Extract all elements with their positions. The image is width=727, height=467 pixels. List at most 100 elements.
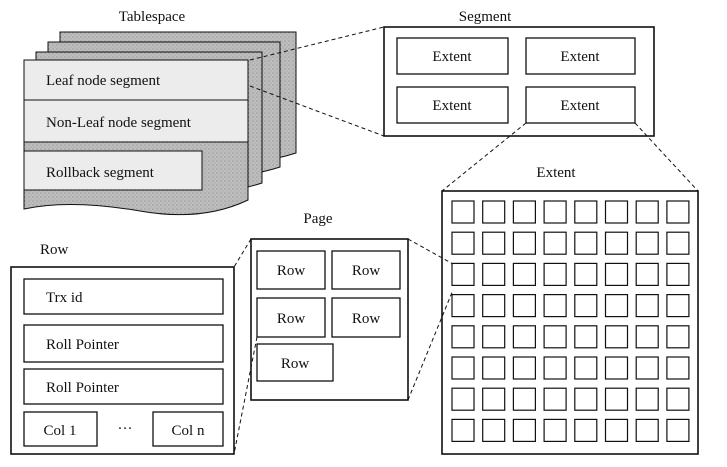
roll-pointer-label-1: Roll Pointer — [46, 337, 119, 353]
extent-page-cell — [635, 262, 659, 286]
extent-page-cell — [543, 418, 567, 442]
nonleaf-segment-label: Non-Leaf node segment — [46, 115, 192, 131]
extent-page-cell — [574, 200, 598, 224]
page-row-1-label: Row — [277, 263, 306, 279]
roll-pointer-field-2 — [23, 368, 224, 405]
page-row-3-label: Row — [277, 311, 306, 327]
extent-page-cell — [666, 356, 690, 380]
extent-page-cell — [512, 200, 537, 224]
extent-page-cell — [635, 387, 659, 411]
extent-page-cell — [482, 356, 506, 380]
extent-page-cell — [666, 262, 690, 286]
extent-page-cell — [512, 325, 537, 349]
extent-page-cell — [635, 294, 659, 318]
extent-page-cell — [574, 387, 598, 411]
segment-extent-1 — [396, 37, 509, 75]
page-row-4-label: Row — [352, 311, 381, 327]
extent-page-cell — [604, 231, 629, 255]
extent-page-cell — [635, 418, 659, 442]
segment-extent-3-label: Extent — [432, 98, 472, 114]
page-group: Page Row Row Row Row Row — [250, 211, 409, 401]
extent-page-cell — [482, 418, 506, 442]
extent-page-cell — [604, 387, 629, 411]
rollback-segment-band — [23, 150, 203, 191]
extent-page-cell — [451, 325, 475, 349]
extent-page-cell — [482, 262, 506, 286]
extent-page-cell — [512, 294, 537, 318]
extent-box — [441, 190, 699, 455]
extent-page-cell — [666, 231, 690, 255]
extent-page-cell — [482, 200, 506, 224]
extent-page-cell — [543, 200, 567, 224]
extent-page-cell — [604, 356, 629, 380]
extent-page-cell — [543, 387, 567, 411]
extent-page-cell — [666, 325, 690, 349]
rollback-segment-label: Rollback segment — [46, 165, 155, 181]
page-row-4 — [331, 297, 401, 338]
extent-page-cell — [512, 356, 537, 380]
page-title: Page — [303, 211, 333, 227]
segment-extent-3 — [396, 86, 509, 124]
extent-title: Extent — [536, 165, 576, 181]
extent-page-cell — [543, 231, 567, 255]
roll-pointer-label-2: Roll Pointer — [46, 380, 119, 396]
extent-page-cell — [543, 356, 567, 380]
page-row-5 — [256, 343, 334, 382]
extent-page-cell — [666, 200, 690, 224]
extent-page-cell — [512, 231, 537, 255]
connector-tablespace-segment-top — [249, 26, 385, 61]
extent-page-cell — [604, 262, 629, 286]
extent-page-cell — [451, 356, 475, 380]
col-n-field — [152, 411, 224, 447]
extent-page-cell — [482, 325, 506, 349]
extent-page-cell — [574, 356, 598, 380]
extent-page-cell — [635, 200, 659, 224]
page-row-2-label: Row — [352, 263, 381, 279]
nonleaf-segment-band — [23, 99, 249, 143]
extent-page-cell — [482, 294, 506, 318]
page-row-2 — [331, 250, 401, 290]
tablespace-title: Tablespace — [119, 9, 186, 25]
row-group: Row Trx id Roll Pointer Roll Pointer Col… — [10, 242, 235, 455]
col-1-label: Col 1 — [44, 423, 77, 439]
extent-page-cell — [543, 262, 567, 286]
extent-page-cell — [574, 294, 598, 318]
extent-page-cell — [635, 325, 659, 349]
extent-page-cell — [512, 262, 537, 286]
page-row-1 — [256, 250, 326, 290]
extent-page-cell — [574, 418, 598, 442]
page-row-3 — [256, 297, 326, 338]
extent-page-cell — [666, 294, 690, 318]
extent-page-grid — [451, 200, 690, 442]
extent-page-cell — [604, 325, 629, 349]
segment-title: Segment — [459, 9, 512, 25]
connector-extent-page-top — [407, 238, 454, 265]
extent-group: Extent — [441, 165, 699, 455]
connector-page-row-top — [233, 238, 252, 268]
connector-segment-extent-right — [634, 122, 699, 192]
extent-page-cell — [451, 418, 475, 442]
segment-extent-4 — [525, 86, 636, 124]
extent-page-cell — [635, 231, 659, 255]
extent-page-cell — [451, 387, 475, 411]
connector-page-row-bottom — [233, 336, 258, 455]
extent-page-cell — [543, 294, 567, 318]
segment-extent-2-label: Extent — [560, 49, 600, 65]
extent-page-cell — [512, 387, 537, 411]
extent-page-cell — [451, 200, 475, 224]
col-ellipsis: ··· — [118, 421, 133, 437]
trx-id-label: Trx id — [46, 290, 83, 306]
extent-page-cell — [451, 231, 475, 255]
col-n-label: Col n — [172, 423, 205, 439]
extent-page-cell — [574, 231, 598, 255]
extent-page-cell — [666, 418, 690, 442]
extent-page-cell — [543, 325, 567, 349]
segment-extent-2 — [525, 37, 636, 75]
extent-page-cell — [635, 356, 659, 380]
extent-page-cell — [482, 387, 506, 411]
leaf-segment-band — [23, 59, 249, 101]
extent-page-cell — [512, 418, 537, 442]
trx-id-field — [23, 278, 224, 315]
segment-group: Segment Extent Extent Extent Extent — [383, 9, 655, 137]
